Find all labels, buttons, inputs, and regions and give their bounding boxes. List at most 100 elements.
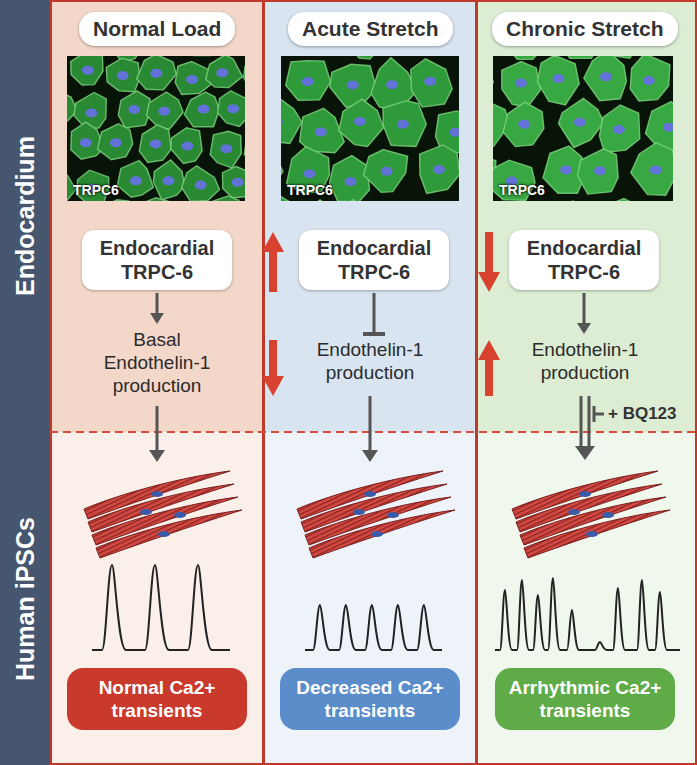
node-text: Endocardial TRPC-6 — [517, 236, 651, 284]
drawing-part — [504, 56, 546, 59]
inhibition-bar — [363, 332, 385, 336]
process-box: Endocardial TRPC-6 — [82, 230, 232, 290]
process-box: Endocardial TRPC-6 — [509, 230, 659, 290]
drawing-part — [262, 232, 284, 292]
drawing-part — [281, 95, 302, 144]
drawing-part — [128, 105, 140, 114]
drawing-part — [594, 413, 604, 416]
drawing-part — [80, 138, 92, 147]
node-text: Basal Endothelin-1 production — [87, 328, 227, 397]
image-label: TRPC6 — [499, 182, 545, 198]
process-box: Endocardial TRPC-6 — [299, 230, 449, 290]
drawing-part — [139, 125, 171, 163]
drawing-part — [106, 58, 139, 92]
drawing-part — [92, 565, 230, 650]
drawing-part — [584, 56, 627, 101]
drawing-part — [362, 450, 378, 462]
drawing-part — [86, 108, 98, 117]
connector — [577, 293, 591, 334]
drawing-part — [574, 118, 586, 127]
drawing-part — [149, 450, 165, 462]
drawing-part — [476, 432, 697, 765]
drawing-part — [281, 56, 459, 201]
drawing-part — [110, 138, 122, 147]
drawing-part — [117, 71, 129, 80]
drawing-part — [594, 166, 606, 175]
drawing-part — [150, 69, 162, 78]
drawing-part — [281, 147, 283, 193]
drawing-part — [515, 79, 527, 88]
process-text: Endothelin-1 production — [295, 338, 445, 384]
process-text: Endothelin-1 production — [510, 338, 660, 384]
drawing-part — [493, 199, 501, 201]
drawing-part — [493, 56, 673, 201]
drawing-part — [560, 166, 572, 175]
drawing-part — [643, 76, 655, 85]
drawing-part — [181, 142, 193, 151]
drawing-part — [345, 56, 388, 59]
drawing-part — [218, 91, 245, 127]
drawing-part — [475, 0, 478, 765]
drawing-part — [99, 200, 131, 201]
drawing-part — [206, 56, 243, 88]
drawing-part — [210, 131, 241, 168]
drawing-part — [476, 0, 697, 432]
image-label: TRPC6 — [73, 182, 119, 198]
drawing-part — [450, 128, 459, 137]
drawing-part — [281, 56, 459, 201]
drawing-part — [244, 58, 246, 94]
drawing-part — [186, 75, 198, 84]
outcome-box: Decreased Ca2+ transients — [280, 668, 460, 730]
node-text: Normal Ca2+ transients — [77, 676, 237, 722]
drawing-part — [613, 125, 625, 134]
drawing-part — [232, 178, 244, 187]
connector — [150, 293, 164, 324]
drawing-part — [478, 232, 500, 292]
inhibitor-label: + BQ123 — [608, 404, 677, 424]
drawing-part — [424, 77, 436, 86]
drawing-part — [364, 150, 408, 193]
node-text: Human iPSCs — [11, 517, 40, 681]
region-band: Human iPSCs — [0, 432, 50, 765]
drawing-part — [130, 176, 142, 185]
drawing-part — [27, 0, 697, 254]
drawing-part — [650, 166, 662, 175]
drawing-part — [137, 56, 177, 90]
node-text: Decreased Ca2+ transients — [290, 676, 450, 722]
drawing-part — [158, 107, 170, 116]
drawing-part — [117, 161, 153, 198]
drawing-part — [663, 123, 673, 132]
drawing-part — [336, 200, 376, 201]
drawing-part — [596, 199, 641, 202]
drawing-part — [383, 101, 426, 147]
drawing-part — [304, 169, 316, 178]
column-header: Normal Load — [79, 12, 235, 46]
node-text: Endothelin-1 production — [295, 338, 445, 384]
drawing-part — [580, 396, 583, 448]
node-text: Endocardial TRPC-6 — [307, 236, 441, 284]
outcome-box: Normal Ca2+ transients — [67, 668, 247, 730]
drawing-part — [118, 91, 150, 128]
arrow-head — [577, 323, 591, 334]
drawing-part — [262, 340, 284, 396]
drawing-part — [244, 130, 245, 168]
drawing-part — [631, 143, 673, 196]
drawing-part — [84, 471, 242, 558]
drawing-part — [50, 0, 263, 432]
node-text: Acute Stretch — [302, 17, 439, 40]
drawing-part — [297, 200, 340, 201]
drawing-part — [223, 166, 246, 197]
micrograph: TRPC6 — [493, 56, 673, 201]
drawing-part — [347, 80, 359, 89]
drawing-part — [98, 124, 133, 160]
drawing-part — [286, 61, 331, 101]
drawing-part — [156, 406, 159, 452]
drawing-part — [150, 139, 162, 148]
node-text: Chronic Stretch — [506, 17, 664, 40]
column-header: Acute Stretch — [288, 12, 453, 46]
drawing-part — [92, 565, 680, 650]
region-band: Endocardium — [0, 0, 50, 432]
drawing-part — [67, 56, 76, 58]
connector — [363, 293, 385, 334]
drawing-part — [216, 68, 228, 77]
